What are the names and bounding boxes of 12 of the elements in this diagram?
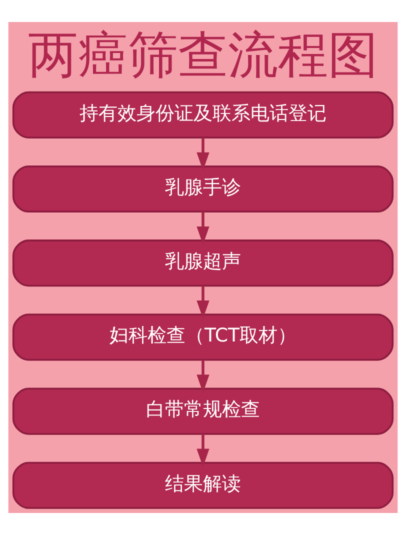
node-box: 结果解读 bbox=[12, 462, 394, 509]
diagram-title: 两癌筛查流程图 bbox=[28, 25, 378, 84]
node-box: 乳腺手诊 bbox=[12, 165, 394, 213]
arrow bbox=[196, 212, 210, 245]
node-box: 白带常规检查 bbox=[12, 388, 394, 435]
arrow bbox=[196, 434, 210, 467]
arrow bbox=[196, 138, 210, 170]
node-box: 持有效身份证及联系电话登记 bbox=[12, 91, 394, 138]
arrow bbox=[196, 360, 210, 393]
node-box: 乳腺超声 bbox=[12, 240, 394, 287]
arrow bbox=[196, 286, 210, 319]
node-box: 妇科检查（TCT取材） bbox=[12, 314, 394, 361]
